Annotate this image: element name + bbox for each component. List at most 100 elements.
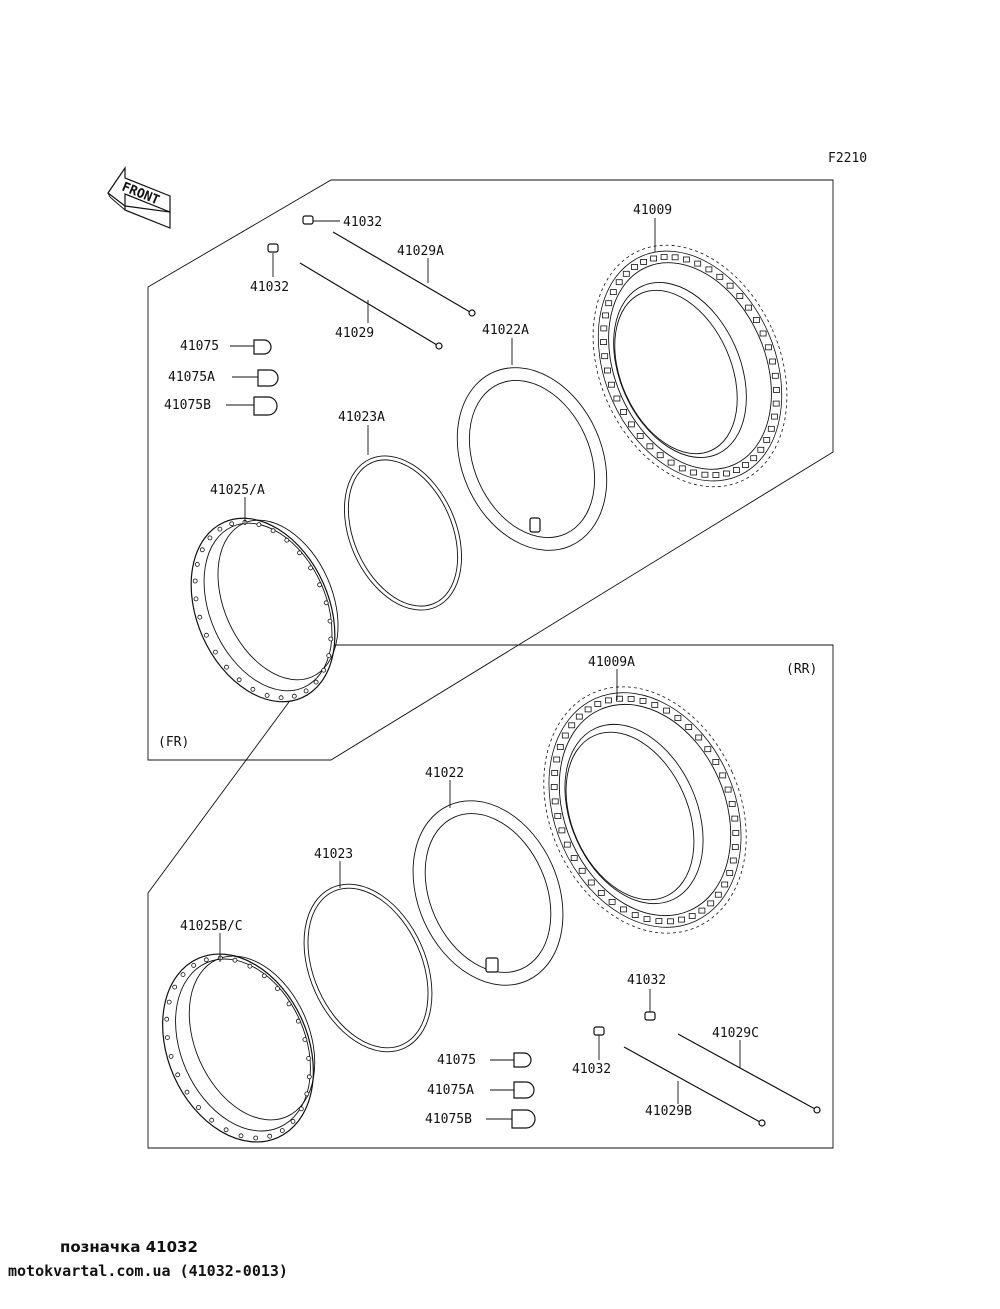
tread-knob	[601, 353, 609, 360]
front-tire	[592, 244, 788, 488]
tread-knob	[643, 916, 651, 922]
spoke-hole	[229, 521, 235, 527]
spoke-hole	[303, 688, 309, 694]
tread-knob	[628, 421, 635, 428]
tread-knob	[578, 867, 586, 874]
spoke-hole	[328, 636, 334, 642]
spoke-hole	[184, 1089, 190, 1095]
tread-knob	[663, 707, 670, 714]
figure-code: F2210	[828, 151, 867, 166]
tread-knob	[568, 722, 576, 729]
tread-knob	[667, 459, 675, 466]
callout-41022: 41022	[425, 766, 464, 781]
callout-41075A: 41075A	[168, 370, 215, 385]
tread-knob	[627, 696, 635, 702]
tread-knob	[726, 870, 734, 876]
callout-41032-rear-lower: 41032	[572, 1062, 611, 1077]
spoke-hole	[286, 1001, 292, 1007]
spoke-hole	[302, 1037, 308, 1042]
tread-knob	[620, 408, 627, 415]
spoke-hole	[175, 1072, 181, 1078]
callout-41022A: 41022A	[482, 323, 529, 338]
front-spoke-41029A	[332, 231, 476, 317]
callout-41075A-rear: 41075A	[427, 1083, 474, 1098]
front-nipple-icon	[267, 215, 314, 253]
tread-knob	[631, 264, 638, 270]
callout-41025BC: 41025B/C	[180, 919, 243, 934]
front-rim	[190, 517, 339, 703]
tread-knob	[608, 899, 616, 905]
spoke-hole	[267, 1133, 273, 1139]
spoke-hole	[224, 664, 229, 670]
rear-spoke-41029C	[677, 1033, 821, 1114]
tread-knob	[765, 344, 772, 351]
tread-knob	[655, 918, 663, 924]
callout-41032-lower: 41032	[250, 280, 289, 295]
callout-41029: 41029	[335, 326, 374, 341]
tread-knob	[732, 830, 740, 836]
spoke-hole	[197, 614, 203, 620]
tread-knob	[667, 918, 674, 925]
tread-knob	[602, 312, 609, 319]
tread-knob	[728, 801, 736, 807]
spoke-hole	[253, 1135, 259, 1141]
tread-knob	[767, 425, 775, 432]
tread-knob	[763, 436, 771, 443]
callout-41009A: 41009A	[588, 655, 635, 670]
source-link[interactable]: motokvartal.com.ua (41032-0013)	[8, 1262, 288, 1280]
tread-knob	[605, 300, 613, 307]
spoke-hole	[275, 986, 280, 991]
spoke-hole	[279, 1128, 285, 1133]
tread-knob	[698, 907, 706, 914]
tread-knob	[716, 273, 724, 280]
spoke-hole	[203, 632, 209, 638]
rear-tire	[543, 686, 747, 934]
section-front-label: (FR)	[158, 735, 189, 750]
tread-knob	[646, 443, 654, 450]
spoke-hole	[223, 1127, 229, 1133]
spoke-hole	[180, 972, 186, 977]
front-spoke-41029	[299, 262, 443, 350]
callout-41023: 41023	[314, 847, 353, 862]
spoke-hole	[192, 578, 198, 584]
tread-knob	[561, 732, 569, 739]
tread-knob	[769, 358, 776, 365]
spoke-hole	[308, 565, 314, 571]
callout-41032-rear-upper: 41032	[627, 973, 666, 988]
spoke-hole	[238, 1133, 244, 1139]
callout-41075-rear: 41075	[437, 1053, 476, 1068]
tread-knob	[556, 744, 564, 750]
spoke-hole	[321, 667, 327, 673]
front-rim-band	[343, 455, 463, 611]
spoke-hole	[326, 653, 332, 658]
tread-knob	[733, 467, 740, 474]
tread-knob	[615, 279, 623, 286]
spoke-hole	[298, 1106, 304, 1112]
tread-knob	[771, 413, 778, 420]
tread-knob	[651, 702, 659, 708]
tread-knob	[721, 881, 729, 888]
callout-41009: 41009	[633, 203, 672, 218]
tread-knob	[683, 256, 690, 263]
spoke-hole	[291, 693, 297, 699]
tread-knob	[558, 827, 566, 834]
spoke-hole	[247, 963, 253, 969]
tread-knob	[753, 317, 760, 324]
front-direction-icon: FRONT	[107, 166, 171, 229]
spoke-hole	[327, 618, 333, 624]
spoke-hole	[290, 1119, 296, 1124]
spoke-hole	[193, 596, 199, 602]
tread-knob	[705, 266, 713, 273]
tread-knob	[597, 890, 605, 896]
tread-knob	[771, 372, 779, 379]
tread-knob	[640, 258, 647, 265]
spoke-hole	[256, 522, 262, 527]
tread-knob	[759, 330, 767, 337]
spoke-hole	[164, 1035, 170, 1040]
tread-knob	[731, 815, 739, 822]
part-caption: позначка 41032	[60, 1238, 198, 1256]
tread-knob	[712, 472, 720, 478]
tread-knob	[570, 855, 578, 861]
tread-knob	[622, 270, 630, 277]
